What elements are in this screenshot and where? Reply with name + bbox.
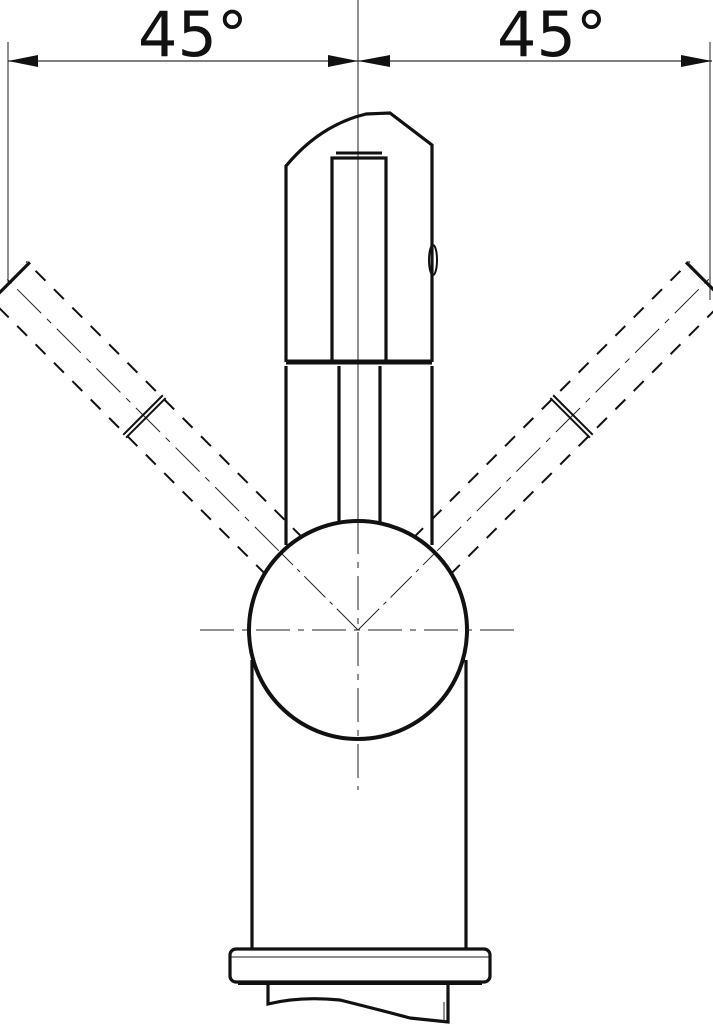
mounting-connector bbox=[266, 984, 450, 1024]
dimension-label-right: 45° bbox=[497, 0, 607, 71]
faucet-base bbox=[228, 660, 492, 985]
hub-centerlines bbox=[200, 520, 516, 790]
spout-body bbox=[284, 366, 434, 545]
spout-head bbox=[284, 111, 438, 365]
dimension-label-left: 45° bbox=[138, 0, 248, 71]
